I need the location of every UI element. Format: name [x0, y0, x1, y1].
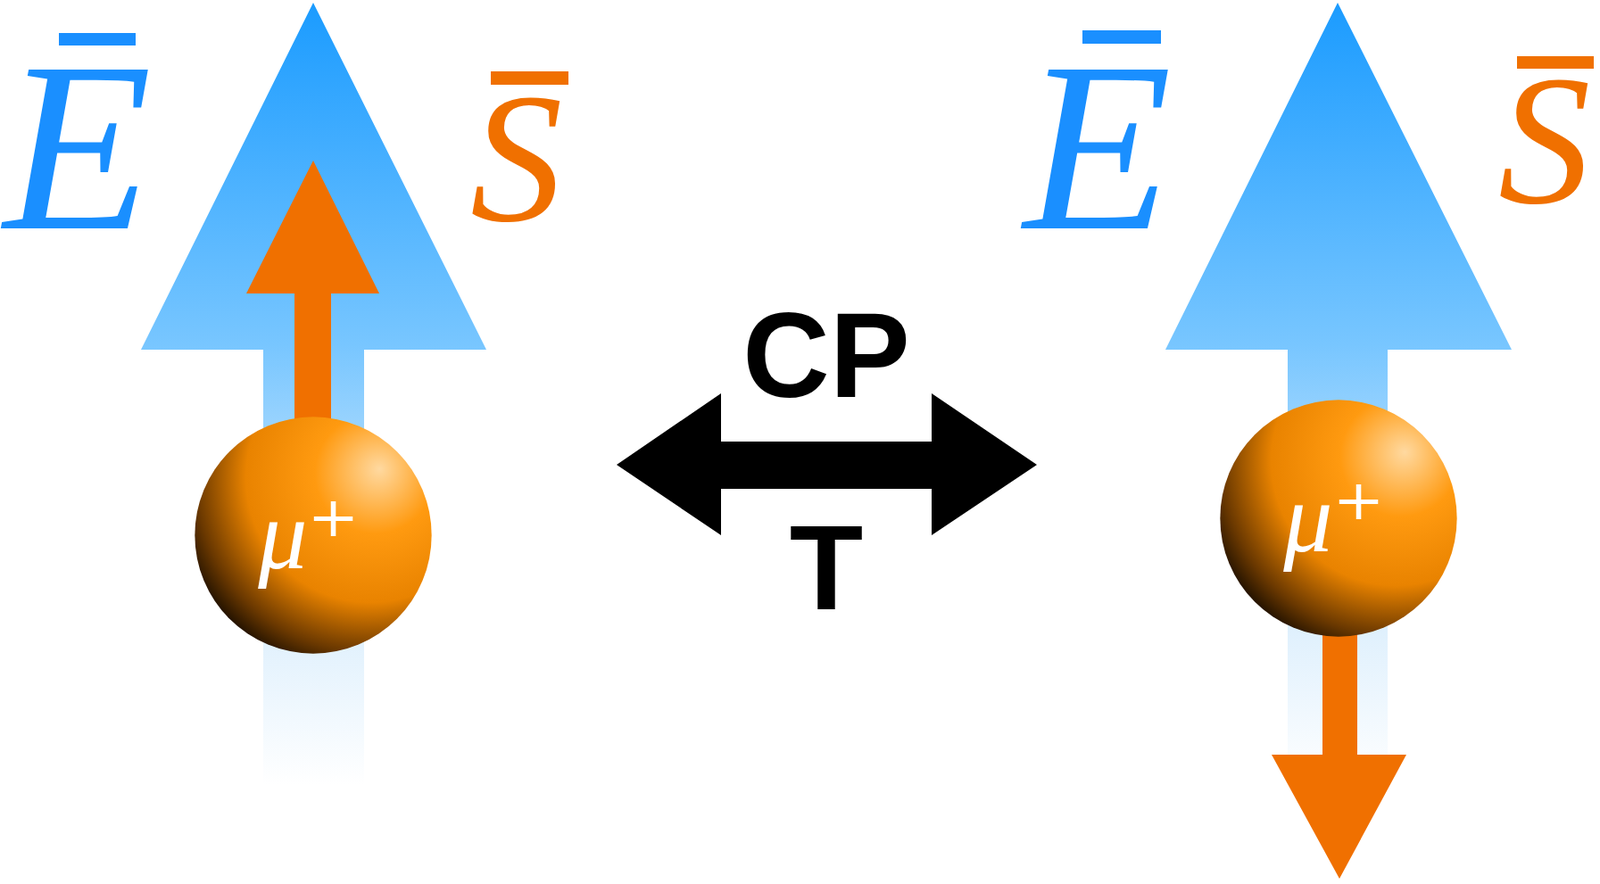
- spin-symbol: S: [1498, 48, 1592, 233]
- muon-sphere: μ⁺: [1218, 398, 1459, 639]
- muon-sphere: μ⁺: [193, 415, 433, 655]
- field-arrow: [140, 2, 487, 786]
- sphere-fill: [194, 416, 432, 654]
- particle-symbol: μ⁺: [1283, 469, 1385, 568]
- field-symbol: E: [1023, 25, 1172, 269]
- particle-symbol: μ⁺: [257, 486, 359, 585]
- field-symbol: E: [3, 25, 152, 269]
- symmetry-label: CP: [692, 295, 961, 416]
- sphere-fill: [1219, 399, 1457, 637]
- spin-symbol: S: [470, 66, 564, 251]
- symmetry-label: T: [692, 507, 961, 629]
